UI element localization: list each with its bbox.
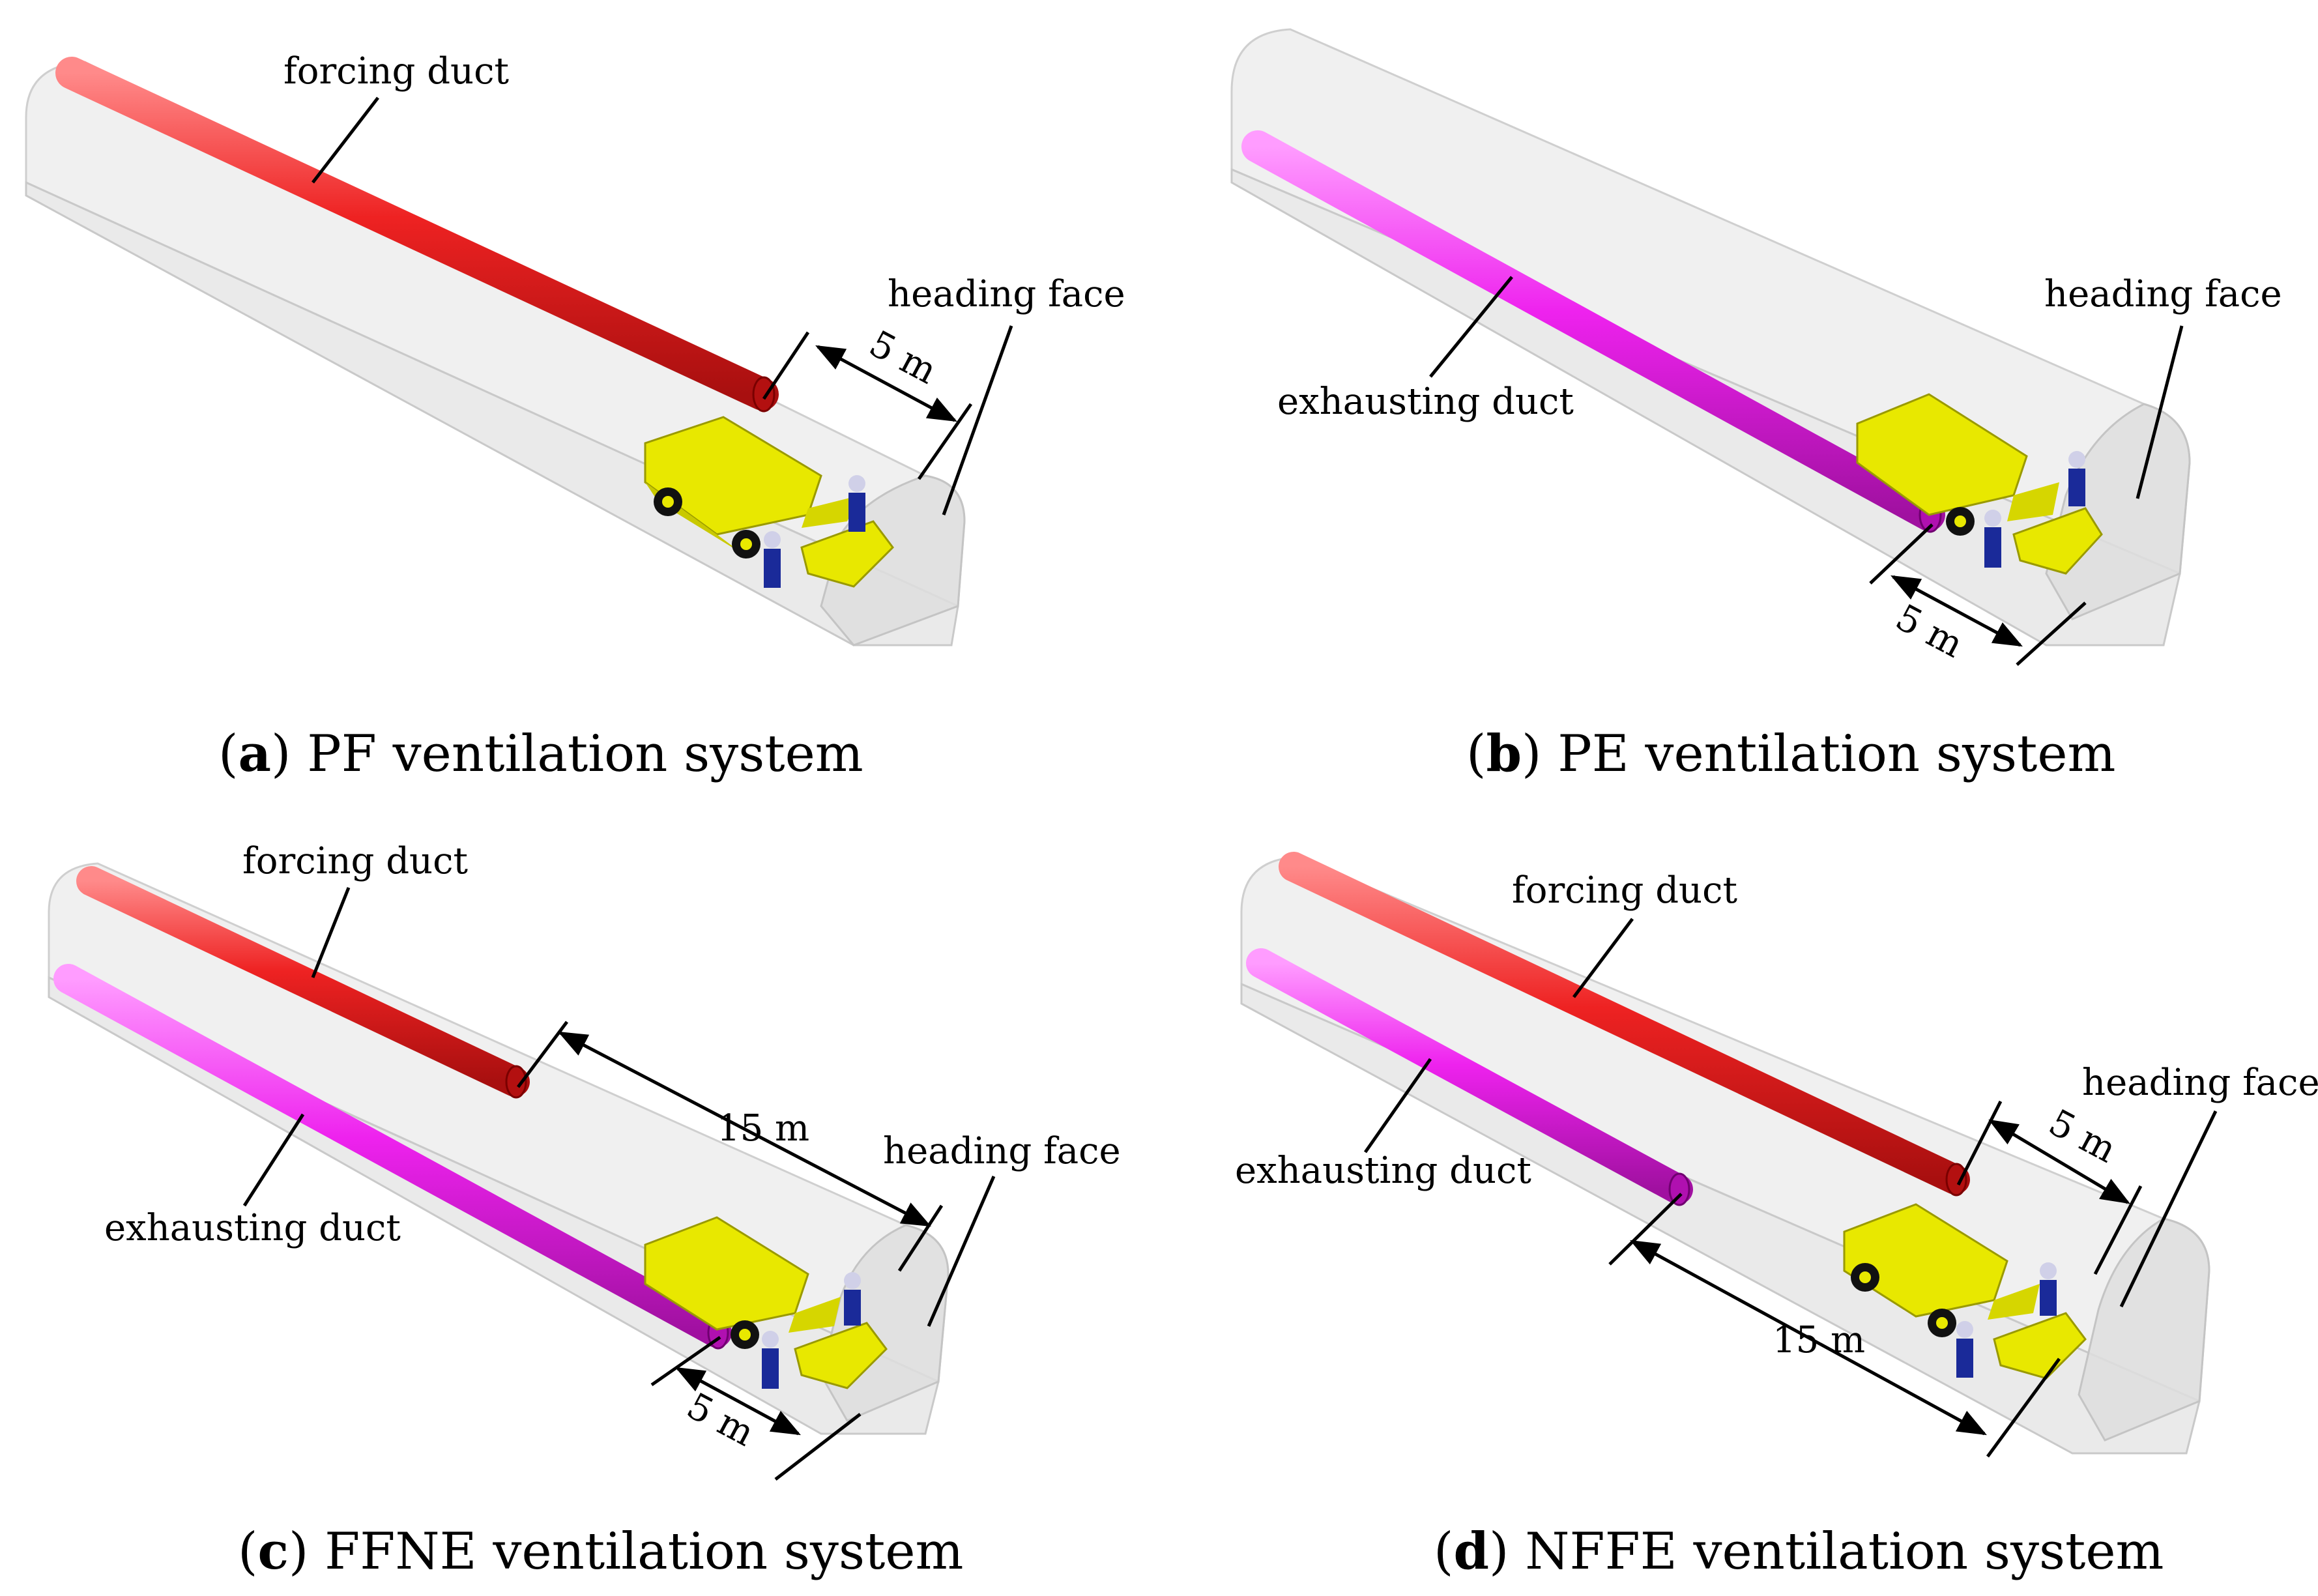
- heading-face: [2078, 1217, 2210, 1442]
- dimension-tick: [2093, 1185, 2143, 1275]
- dimension-tick: [897, 1204, 944, 1272]
- heading-face: [2045, 403, 2191, 620]
- dimension-arrow: [815, 345, 957, 422]
- panel-c: forcing duct exhausting duct heading fac…: [48, 840, 1121, 1581]
- worker: [848, 475, 865, 532]
- dimension-label: 15 m: [1773, 1319, 1865, 1361]
- worker: [844, 1272, 861, 1326]
- duct-outlet: [1945, 1163, 1967, 1197]
- worker: [762, 1331, 779, 1389]
- loader: [1856, 393, 2103, 575]
- exhausting-duct-label: exhausting duct: [104, 1207, 401, 1249]
- exhausting-duct: [1241, 130, 1945, 531]
- panel-caption: (b) PE ventilation system: [1466, 724, 2116, 783]
- duct-outlet: [505, 1065, 527, 1099]
- loader: [644, 1216, 888, 1389]
- worker: [764, 531, 781, 588]
- duct-inlet: [1668, 1172, 1690, 1206]
- dimension-tick: [774, 1413, 862, 1481]
- dimension-arrow: [1988, 1119, 2130, 1204]
- heading-face-label: heading face: [2044, 273, 2282, 315]
- worker: [2040, 1262, 2057, 1316]
- dimension-tick: [1608, 1193, 1683, 1266]
- worker: [1956, 1321, 1973, 1378]
- leader-line: [2136, 325, 2184, 499]
- dimension-tick: [2016, 602, 2087, 666]
- leader-line: [311, 887, 351, 978]
- panel-a: forcing duct heading face 5 m (a) PF ven…: [25, 50, 1125, 783]
- panel-d: forcing duct exhausting duct heading fac…: [1235, 852, 2318, 1581]
- leader-line: [242, 1113, 305, 1207]
- exhausting-duct: [1246, 948, 1693, 1204]
- forcing-duct-label: forcing duct: [242, 840, 468, 882]
- leader-line: [1363, 1058, 1432, 1153]
- exhausting-duct-label: exhausting duct: [1277, 381, 1574, 423]
- exhausting-duct-label: exhausting duct: [1235, 1150, 1531, 1192]
- forcing-duct: [1279, 852, 1970, 1195]
- panel-b: exhausting duct heading face 5 m (b) PE …: [1230, 28, 2282, 783]
- forcing-duct-label: forcing duct: [1512, 869, 1737, 912]
- dimension-arrow: [1630, 1240, 1987, 1436]
- leader-line: [2119, 1110, 2218, 1308]
- dimension-arrow: [1891, 575, 2023, 647]
- dimension-label: 5 m: [2042, 1101, 2123, 1171]
- panel-caption: (d) NFFE ventilation system: [1434, 1522, 2164, 1581]
- dimension-arrow: [675, 1367, 801, 1436]
- dimension-label: 15 m: [717, 1107, 809, 1150]
- dimension-label: 5 m: [862, 323, 944, 392]
- heading-face-label: heading face: [2082, 1062, 2318, 1104]
- panel-caption: (a) PF ventilation system: [218, 724, 863, 783]
- heading-face-label: heading face: [883, 1130, 1121, 1172]
- dimension-tick: [1956, 1100, 2003, 1186]
- dimension-arrow: [558, 1031, 931, 1227]
- forcing-duct: [55, 57, 779, 411]
- heading-face-label: heading face: [888, 273, 1125, 315]
- worker: [2068, 451, 2085, 506]
- forcing-duct-label: forcing duct: [283, 50, 509, 93]
- leader-line: [942, 325, 1013, 515]
- forcing-duct: [76, 866, 530, 1097]
- dimension-tick: [1869, 523, 1934, 585]
- worker: [1984, 510, 2001, 568]
- panel-caption: (c) FFNE ventilation system: [238, 1522, 963, 1581]
- dimension-label: 5 m: [1889, 596, 1970, 666]
- duct-outlet: [752, 376, 775, 413]
- leader-line: [927, 1176, 996, 1327]
- leader-line: [1429, 276, 1513, 378]
- leader-line: [311, 96, 379, 184]
- dimension-tick: [650, 1335, 721, 1387]
- exhausting-duct: [53, 964, 732, 1348]
- dimension-tick: [762, 331, 810, 400]
- dimension-tick: [1986, 1357, 2061, 1458]
- dimension-label: 5 m: [680, 1385, 761, 1455]
- dimension-tick: [917, 403, 973, 480]
- leader-line: [1572, 918, 1634, 998]
